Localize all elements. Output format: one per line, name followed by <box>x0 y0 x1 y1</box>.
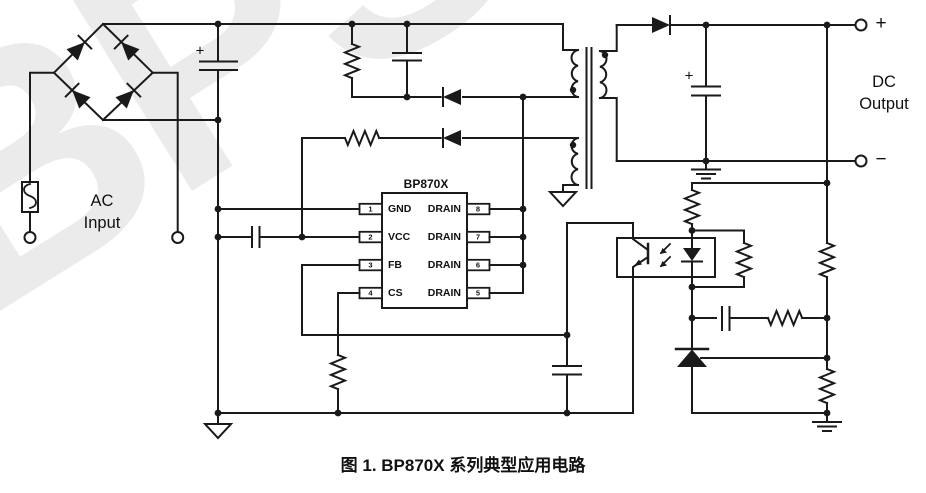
clamp-resistor <box>342 42 362 80</box>
fb-pin-wire <box>301 264 568 336</box>
dc-output-label: DC Output <box>859 73 909 113</box>
led-series-resistor <box>682 188 702 226</box>
emitter-arrow-icon <box>634 259 642 266</box>
compensation-resistor <box>766 308 804 328</box>
primary-ground-symbol <box>202 412 234 440</box>
vcc-supply-network <box>217 128 579 248</box>
led-parallel-resistor <box>734 241 754 279</box>
ic-pin-2 <box>358 230 383 244</box>
ac-terminal-icon <box>171 231 185 244</box>
phototransistor-emitter <box>632 255 650 414</box>
bulk-capacitor <box>199 23 238 71</box>
pin-label-drain8: DRAIN <box>427 203 461 215</box>
figure-caption: 图 1. BP870X 系列典型应用电路 <box>340 456 586 475</box>
pin-number-1: 1 <box>368 204 373 214</box>
opto-led-icon <box>683 248 701 261</box>
pin-number-5: 5 <box>475 288 481 298</box>
output-diode-icon <box>651 15 671 35</box>
bulk-cap-plus-sign: + <box>195 42 205 60</box>
pin-label-vcc: VCC <box>388 231 411 243</box>
opto-led-branch <box>681 182 754 349</box>
transformer <box>562 23 618 193</box>
clamp-capacitor <box>392 52 422 62</box>
tl431-icon <box>677 349 707 367</box>
pin-label-drain6: DRAIN <box>427 259 461 271</box>
aux-ground-symbol <box>547 191 579 208</box>
cs-resistor <box>328 353 348 391</box>
pin-label-cs: CS <box>388 287 403 299</box>
output-capacitor <box>691 24 721 162</box>
ac-terminal-icon <box>23 231 37 244</box>
compensation-rc <box>691 306 828 331</box>
pin-label-drain7: DRAIN <box>427 231 461 243</box>
rcd-clamp-network <box>342 23 579 107</box>
cs-network <box>328 292 361 414</box>
transformer-core <box>585 47 593 189</box>
secondary-winding <box>598 49 608 100</box>
primary-phase-dot <box>569 86 577 94</box>
voltage-divider <box>817 182 837 414</box>
pin-number-2: 2 <box>368 232 373 242</box>
compensation-capacitor <box>721 306 731 331</box>
pin-label-fb: FB <box>388 259 402 271</box>
ac-terminals <box>23 231 185 244</box>
output-cap-plus-sign: + <box>684 67 694 85</box>
dc-plus-terminal-icon <box>854 18 868 32</box>
output-rectifier <box>615 15 857 35</box>
fuse <box>21 181 39 213</box>
optocoupler-body <box>616 237 716 278</box>
pin-number-3: 3 <box>368 260 373 270</box>
optocoupler <box>616 222 716 414</box>
fb-capacitor <box>552 365 582 376</box>
bridge-rectifier <box>52 22 155 122</box>
pin-number-6: 6 <box>475 260 481 270</box>
pin-number-8: 8 <box>475 204 481 214</box>
cs-pin-wire <box>337 292 361 356</box>
aux-phase-dot <box>569 141 577 149</box>
dc-minus-terminal-icon <box>854 154 868 168</box>
vcc-diode-icon <box>442 128 462 148</box>
junction-dots <box>214 20 831 417</box>
vcc-resistor <box>343 128 381 148</box>
dc-minus-sign: − <box>875 149 887 170</box>
phototransistor-collector <box>632 222 650 252</box>
controller-ic <box>358 192 491 309</box>
output-terminals <box>854 18 868 168</box>
secondary-phase-dot <box>601 51 609 59</box>
pin-label-drain5: DRAIN <box>427 287 461 299</box>
ic-part-number: BP870X <box>403 177 449 191</box>
divider-lower-resistor <box>817 367 837 405</box>
pin-number-4: 4 <box>368 288 373 298</box>
ac-input-wiring <box>29 71 219 233</box>
pin-label-gnd: GND <box>388 203 412 215</box>
ic-body <box>381 192 468 309</box>
clamp-diode-icon <box>442 87 462 107</box>
dc-plus-sign: + <box>875 13 887 34</box>
divider-upper-resistor <box>817 241 837 279</box>
ac-input-label: AC Input <box>83 192 121 232</box>
fb-network <box>301 222 634 414</box>
vcc-capacitor <box>251 226 261 248</box>
shunt-regulator-tl431 <box>674 347 828 414</box>
drain-bus <box>488 96 524 294</box>
pin-number-7: 7 <box>475 232 481 242</box>
